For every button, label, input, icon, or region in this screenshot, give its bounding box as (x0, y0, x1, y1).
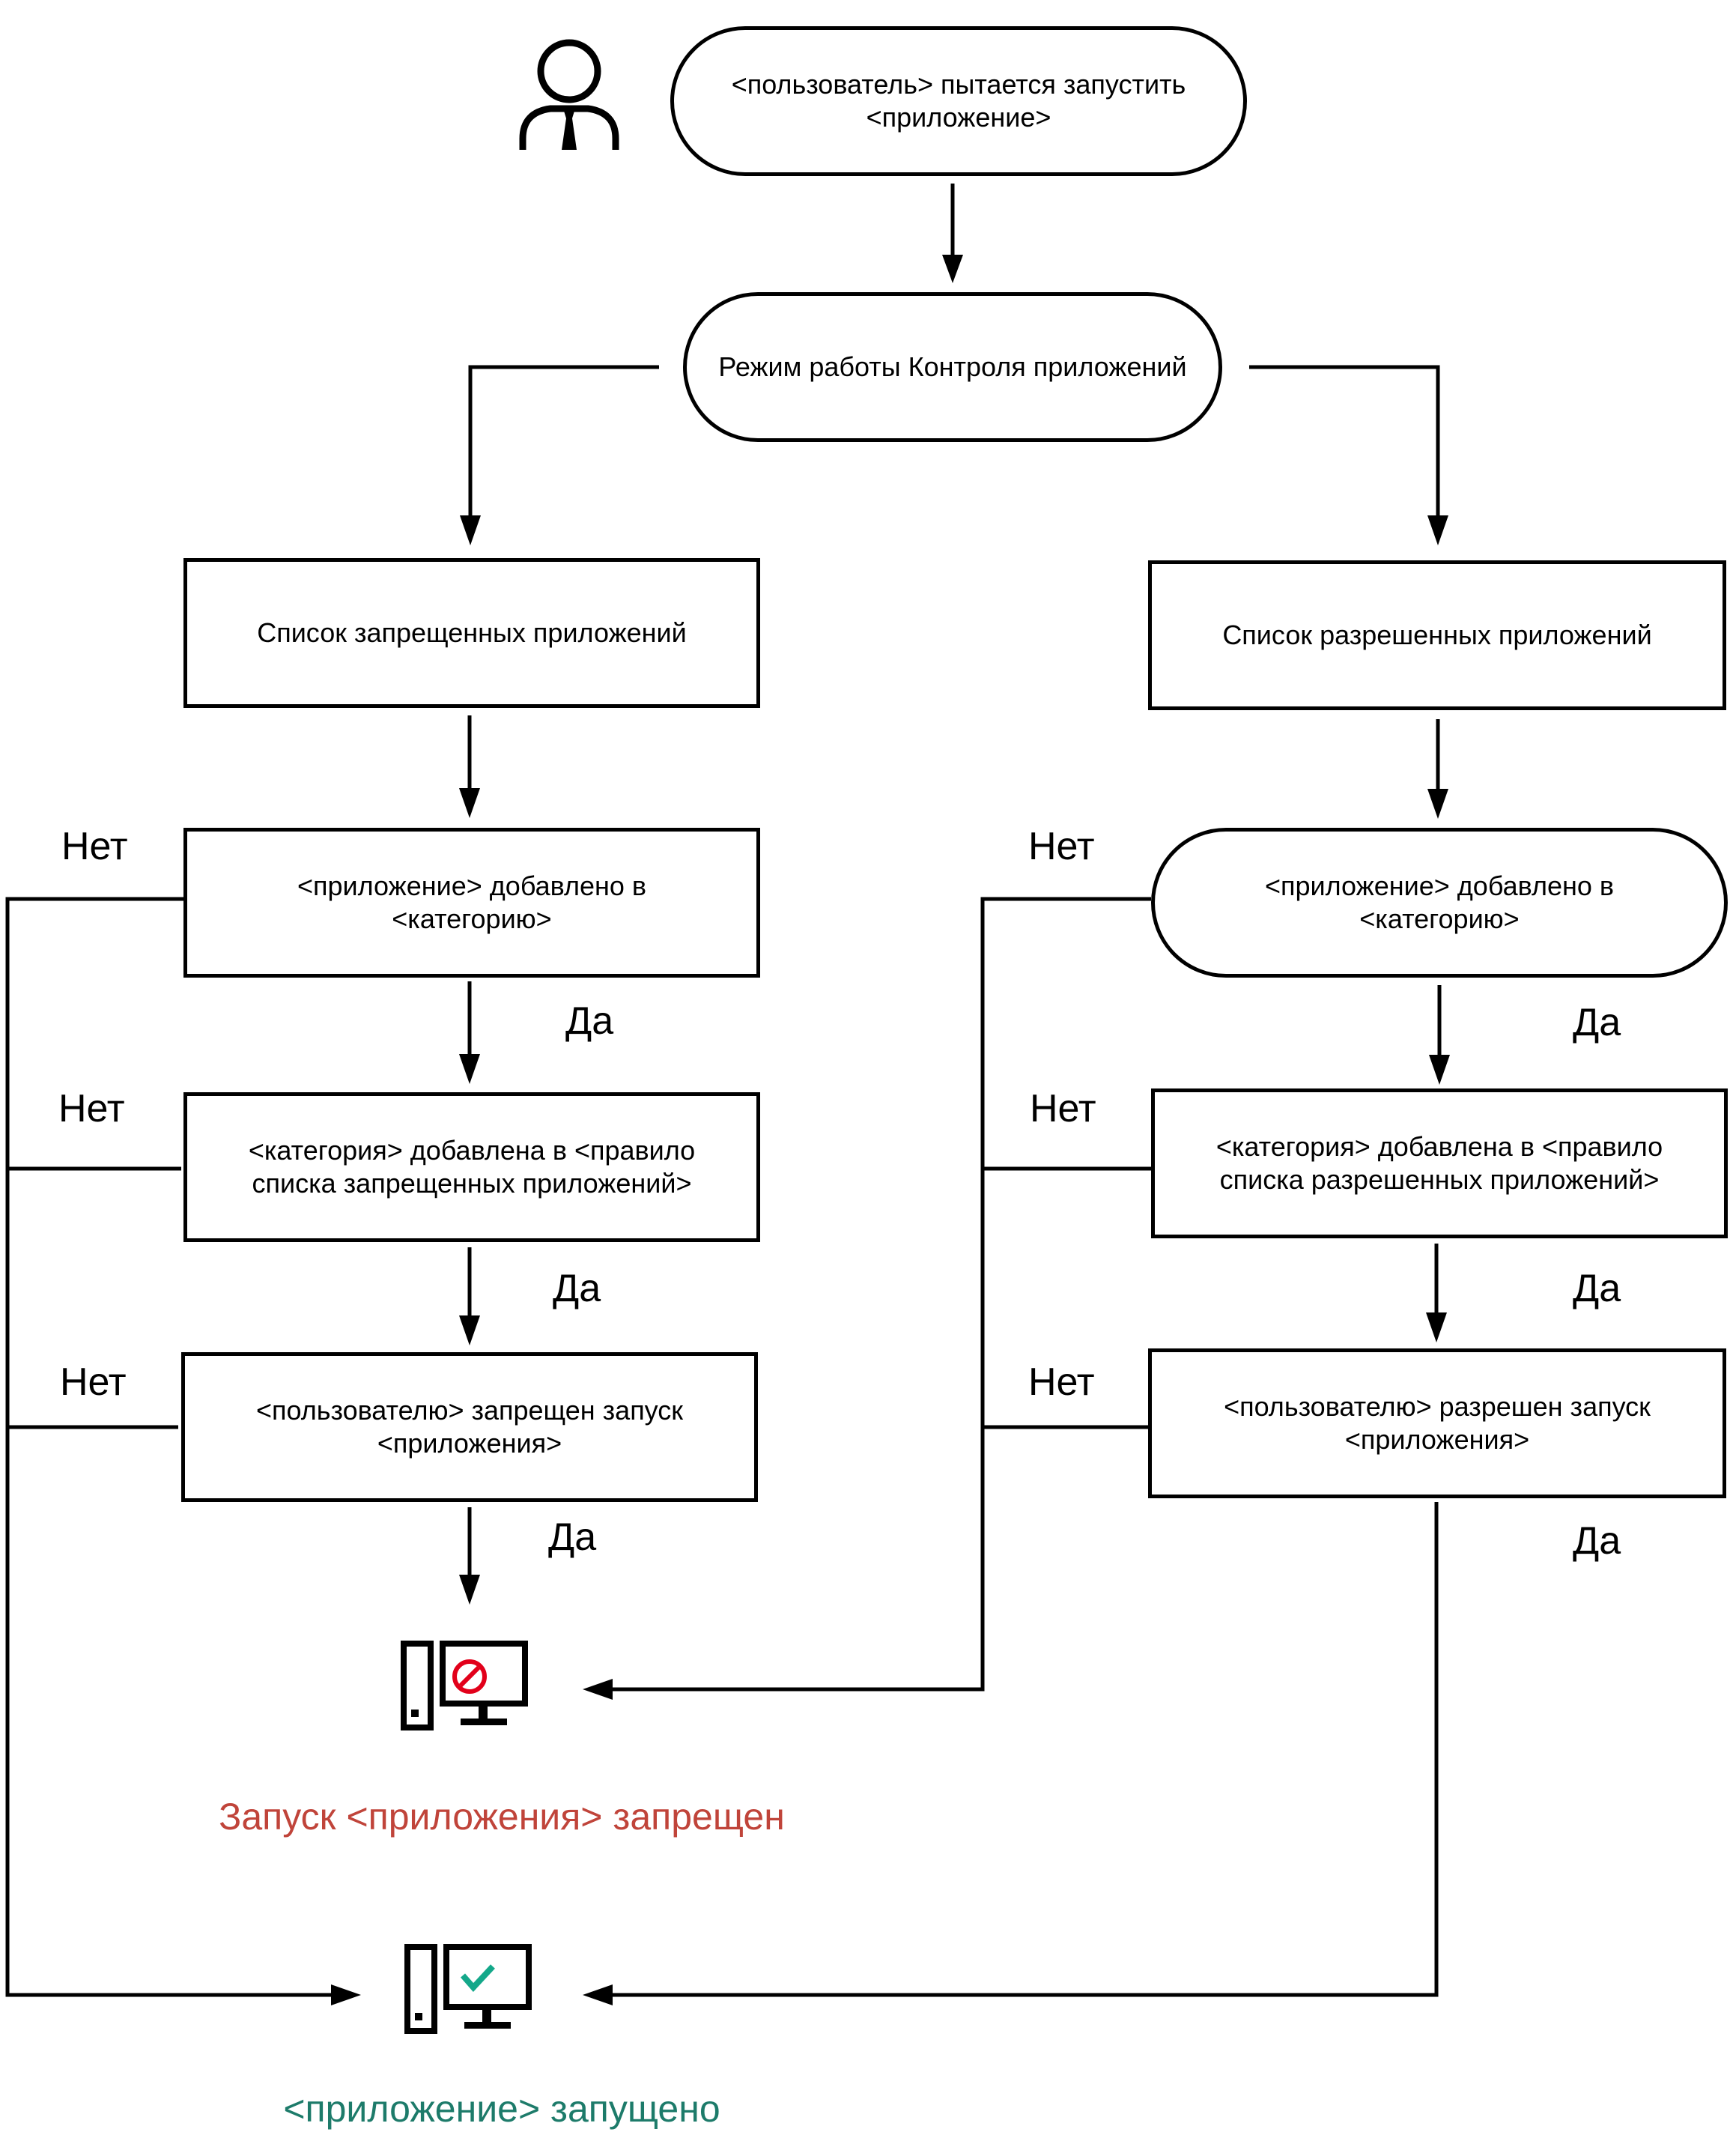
left-app-in-category-node: <приложение> добавлено в <категорию> (183, 828, 760, 978)
label-no: Нет (58, 1087, 125, 1130)
denylist-node-label: Список запрещенных приложений (257, 617, 687, 648)
label-yes: Да (565, 999, 614, 1043)
computer-allowed-icon (404, 1944, 532, 2034)
mode-node: Режим работы Контроля приложений (683, 292, 1222, 442)
arrow-right-step3-to-allowed (599, 1502, 1439, 1997)
allowlist-node-label: Список разрешенных приложений (1222, 620, 1652, 650)
label-no: Нет (1028, 825, 1095, 868)
left-app-in-category-label: <приложение> добавлено в <категорию> (297, 870, 646, 934)
user-icon (519, 39, 619, 150)
label-no: Нет (61, 825, 128, 868)
right-category-in-rule-label: <категория> добавлена в <правило списка … (1215, 1131, 1663, 1195)
computer-blocked-icon (401, 1641, 528, 1730)
allowlist-node: Список разрешенных приложений (1148, 560, 1726, 710)
left-user-denied-label: <пользователю> запрещен запуск <приложен… (255, 1395, 684, 1459)
right-user-allowed-node: <пользователю> разрешен запуск <приложен… (1148, 1348, 1726, 1498)
left-user-denied-node: <пользователю> запрещен запуск <приложен… (181, 1352, 758, 1502)
right-app-in-category-label: <приложение> добавлено в <категорию> (1264, 870, 1614, 934)
start-node-label: <пользователь> пытается запустить <прило… (731, 69, 1186, 133)
label-yes: Да (1573, 1267, 1621, 1310)
start-node: <пользователь> пытается запустить <прило… (670, 26, 1247, 176)
label-yes: Да (548, 1515, 597, 1559)
right-no-bus (599, 897, 1151, 1692)
left-category-in-rule-label: <категория> добавлена в <правило списка … (248, 1135, 696, 1199)
label-no: Нет (60, 1360, 127, 1404)
right-app-in-category-node: <приложение> добавлено в <категорию> (1151, 828, 1728, 978)
label-yes: Да (1573, 1001, 1621, 1044)
right-user-allowed-label: <пользователю> разрешен запуск <приложен… (1224, 1391, 1651, 1455)
arrow-mode-to-left-list (468, 365, 659, 528)
left-no-bus (5, 897, 345, 1997)
label-yes: Да (553, 1267, 601, 1310)
mode-node-label: Режим работы Контроля приложений (718, 351, 1187, 382)
right-category-in-rule-node: <категория> добавлена в <правило списка … (1151, 1088, 1728, 1238)
denylist-node: Список запрещенных приложений (183, 558, 760, 708)
label-no: Нет (1028, 1360, 1095, 1404)
left-category-in-rule-node: <категория> добавлена в <правило списка … (183, 1092, 760, 1242)
result-denied-label: Запуск <приложения> запрещен (219, 1796, 785, 1838)
arrow-mode-to-right-list (1249, 365, 1440, 528)
label-no: Нет (1030, 1087, 1096, 1130)
label-yes: Да (1573, 1519, 1621, 1563)
result-allowed-label: <приложение> запущено (283, 2088, 720, 2130)
